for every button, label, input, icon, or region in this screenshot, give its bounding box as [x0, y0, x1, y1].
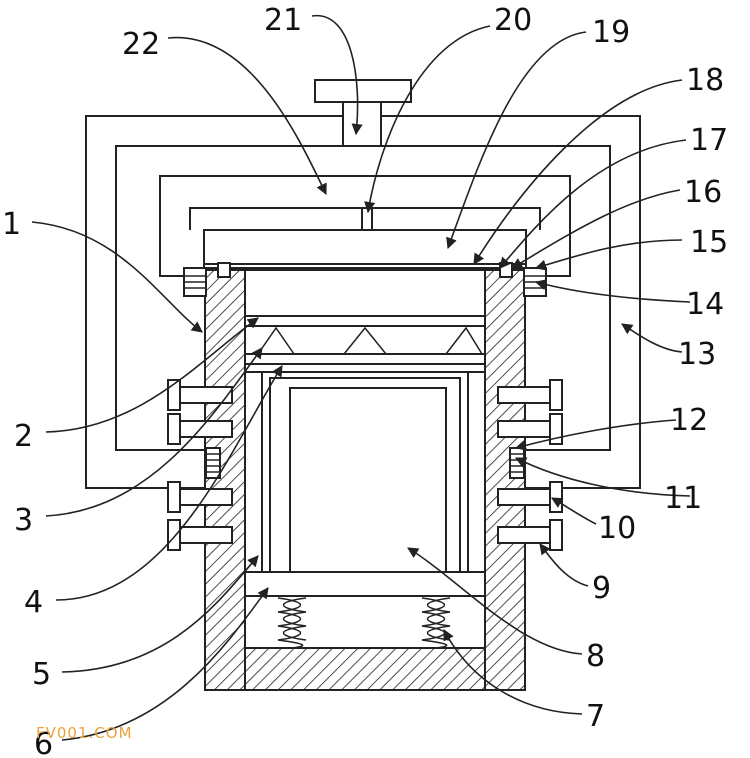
callout-4: 4 — [24, 585, 43, 620]
callout-13: 13 — [678, 337, 716, 372]
triangle-peaks — [257, 326, 483, 355]
support-plate — [244, 571, 486, 597]
callout-6: 6 — [34, 727, 53, 758]
callout-10: 10 — [598, 511, 636, 546]
callout-1: 1 — [2, 207, 21, 242]
callout-22: 22 — [122, 27, 160, 62]
right-wall — [484, 269, 526, 691]
right-bolts — [497, 379, 563, 551]
knob-stem — [342, 101, 382, 147]
callout-8: 8 — [586, 639, 605, 674]
top-knob — [314, 79, 412, 147]
callout-19: 19 — [592, 15, 630, 50]
bottom-wall — [244, 647, 486, 691]
callout-labels: 1 2 3 4 5 6 7 8 9 10 11 12 13 14 15 16 1… — [2, 3, 728, 758]
spring-right — [421, 597, 448, 649]
upper-plate — [244, 315, 486, 327]
top-clamps — [183, 262, 547, 297]
callout-16: 16 — [684, 175, 722, 210]
callout-15: 15 — [690, 225, 728, 260]
callout-21: 21 — [264, 3, 302, 38]
outer-container — [204, 269, 526, 691]
center-block — [289, 387, 447, 573]
springs — [277, 597, 451, 649]
clamp-nub-left — [217, 262, 231, 278]
container-walls — [204, 269, 526, 691]
callout-18: 18 — [686, 63, 724, 98]
spring-right-b — [427, 597, 451, 641]
callout-5: 5 — [32, 657, 51, 692]
watermark: FV001.COM — [36, 724, 133, 742]
leader-lines — [31, 15, 691, 741]
inner-box — [244, 371, 486, 597]
lid-seal — [203, 263, 527, 269]
center-rod — [361, 207, 373, 231]
callout-3: 3 — [14, 503, 33, 538]
side-spring-blocks — [205, 447, 525, 479]
callout-11: 11 — [664, 481, 702, 516]
callout-7: 7 — [586, 699, 605, 734]
callout-20: 20 — [494, 3, 532, 38]
lid-plate — [203, 229, 527, 265]
third-frame — [159, 175, 571, 277]
callout-14: 14 — [686, 287, 724, 322]
callout-9: 9 — [592, 571, 611, 606]
callout-17: 17 — [690, 123, 728, 158]
callout-12: 12 — [670, 403, 708, 438]
callout-2: 2 — [14, 419, 33, 454]
knob-cap — [314, 79, 412, 103]
spring-left — [277, 597, 304, 649]
spring-left-b — [283, 597, 307, 641]
inner-plates — [244, 315, 486, 373]
lower-plate — [244, 353, 486, 365]
left-bolts — [167, 379, 233, 551]
